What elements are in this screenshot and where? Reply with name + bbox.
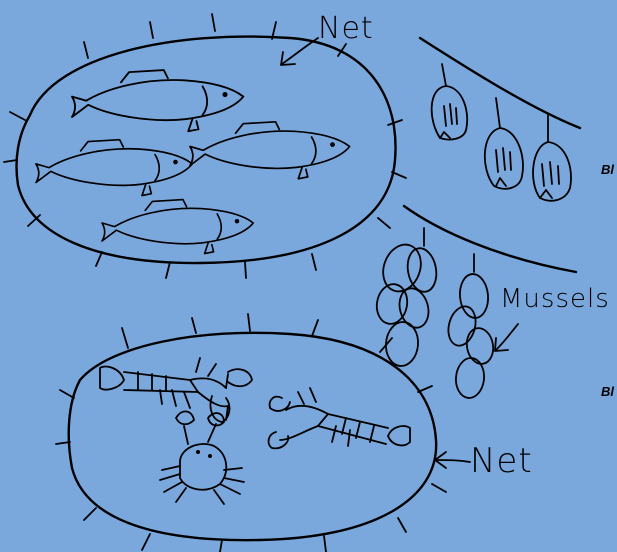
- crayfish-1: [100, 358, 252, 422]
- edge-label-top: Bl: [601, 163, 614, 176]
- fish-3: [190, 122, 350, 179]
- fish-1: [72, 70, 243, 131]
- scallop-1: [432, 64, 468, 140]
- net-label-bottom: Net: [470, 444, 533, 478]
- crustacean-net-bottom: [56, 314, 470, 552]
- mussel-cluster-2: [444, 254, 496, 399]
- edge-label-bottom: Bl: [601, 385, 614, 398]
- net-label-top: Net: [318, 14, 374, 44]
- fish-4: [102, 200, 253, 254]
- mussels-label: Mussels: [500, 286, 610, 312]
- crayfish-2: [269, 388, 410, 448]
- crab: [160, 411, 244, 504]
- scallop-3: [533, 114, 571, 201]
- scallop-2: [485, 98, 523, 189]
- fish-2: [36, 140, 192, 196]
- scallop-line: [420, 38, 580, 201]
- fish-net-top: [4, 14, 406, 278]
